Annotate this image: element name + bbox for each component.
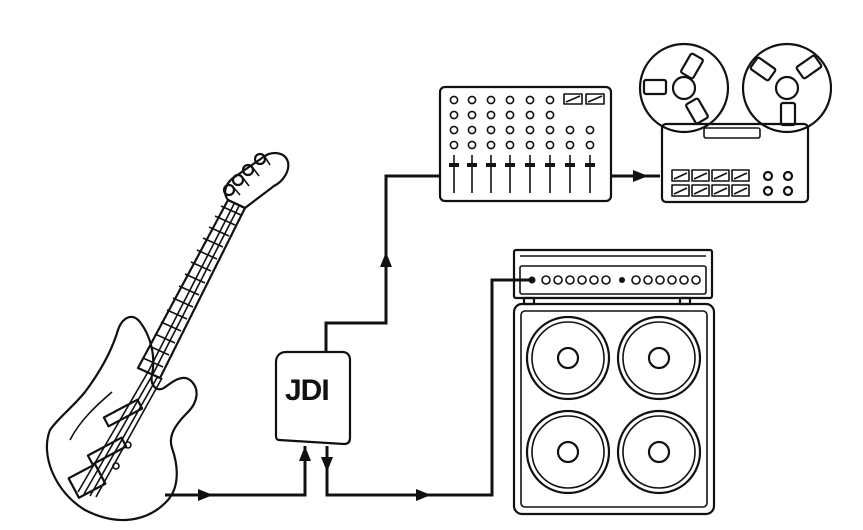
arrow-icon: [299, 446, 311, 461]
vu-meter: [711, 169, 730, 182]
mixer-knob: [525, 110, 535, 120]
mixer-knob: [525, 140, 535, 150]
reel-to-reel-recorder-icon: [638, 42, 833, 204]
amp-knob: [601, 275, 611, 285]
speaker-cone: [616, 409, 702, 495]
amp-knob: [691, 275, 701, 285]
jdi-label: JDI: [285, 374, 329, 407]
mixer-knob-grid: [449, 95, 595, 150]
mixer-knob: [467, 125, 477, 135]
fader-cap: [565, 163, 575, 167]
bass-guitar-icon: [45, 152, 290, 522]
speaker-cone: [525, 315, 611, 401]
amp-led: [619, 277, 625, 283]
mixer-knob: [565, 140, 575, 150]
input-jack: [528, 276, 536, 284]
mixer-knob: [505, 110, 515, 120]
vu-needle: [673, 187, 688, 195]
fader-cap: [525, 163, 535, 167]
direct-box-icon: JDI: [274, 350, 352, 446]
deck-vu-meters: [671, 169, 750, 197]
mixer-knob: [467, 110, 477, 120]
arrow-icon: [633, 170, 648, 182]
flow-arrows: [198, 170, 648, 501]
amp-knob: [577, 275, 587, 285]
amp-knob: [679, 275, 689, 285]
amp-knob: [667, 275, 677, 285]
mixer-knob: [486, 140, 496, 150]
amp-knob: [541, 275, 551, 285]
mixer-knob: [525, 95, 535, 105]
left-reel: [638, 42, 730, 134]
mixer-knob: [585, 140, 595, 150]
mixer-knob: [467, 95, 477, 105]
speaker-cabinet-icon: [512, 302, 716, 516]
vu-needle: [733, 187, 748, 195]
deck-buttons: [762, 170, 794, 197]
mixer-knob: [449, 140, 459, 150]
tuning-pegs: [222, 152, 271, 197]
fader-cap: [505, 163, 515, 167]
vu-meter: [691, 169, 710, 182]
mixer-knob: [486, 125, 496, 135]
vu-needle: [673, 172, 688, 180]
arrow-icon: [416, 489, 431, 501]
vu-meter: [671, 184, 690, 197]
mixer-knob: [486, 95, 496, 105]
mixer-knob: [545, 125, 555, 135]
mixer-knob: [486, 110, 496, 120]
mixing-console-icon: [438, 85, 613, 203]
vu-needle: [693, 187, 708, 195]
vu-needle: [713, 187, 728, 195]
mixer-knob: [449, 110, 459, 120]
arrow-icon: [321, 457, 333, 472]
arrow-icon: [198, 489, 213, 501]
mixer-fader-bank: [449, 155, 595, 193]
mixer-knob: [449, 125, 459, 135]
signal-wires: [165, 174, 660, 497]
mixer-knob: [545, 140, 555, 150]
vu-meter: [731, 184, 750, 197]
fader-cap: [449, 163, 459, 167]
amp-control-knobs: [528, 275, 701, 285]
vu-meter: [731, 169, 750, 182]
mixer-knob: [565, 125, 575, 135]
speaker-cone: [616, 315, 702, 401]
right-reel: [741, 42, 833, 134]
mixer-knob: [449, 95, 459, 105]
vu-needle: [733, 172, 748, 180]
mixer-knob: [545, 95, 555, 105]
mixer-knob: [467, 140, 477, 150]
mixer-knob: [585, 125, 595, 135]
fader-cap: [486, 163, 496, 167]
amp-knob: [565, 275, 575, 285]
speaker-cone: [525, 409, 611, 495]
vu-meter: [711, 184, 730, 197]
vu-needle: [693, 172, 708, 180]
bass-amp-head-icon: [512, 248, 714, 306]
vu-needle: [713, 172, 728, 180]
mixer-knob: [545, 110, 555, 120]
arrow-icon: [380, 252, 392, 267]
amp-knob: [655, 275, 665, 285]
mixer-knob: [505, 125, 515, 135]
mixer-knob: [505, 95, 515, 105]
vu-meter: [671, 169, 690, 182]
mixer-knob: [505, 140, 515, 150]
amp-knob: [589, 275, 599, 285]
mixer-knob: [525, 125, 535, 135]
amp-knob: [553, 275, 563, 285]
fader-cap: [545, 163, 555, 167]
fader-cap: [585, 163, 595, 167]
amp-knob: [643, 275, 653, 285]
amp-knob: [631, 275, 641, 285]
fader-cap: [467, 163, 477, 167]
vu-meter: [691, 184, 710, 197]
